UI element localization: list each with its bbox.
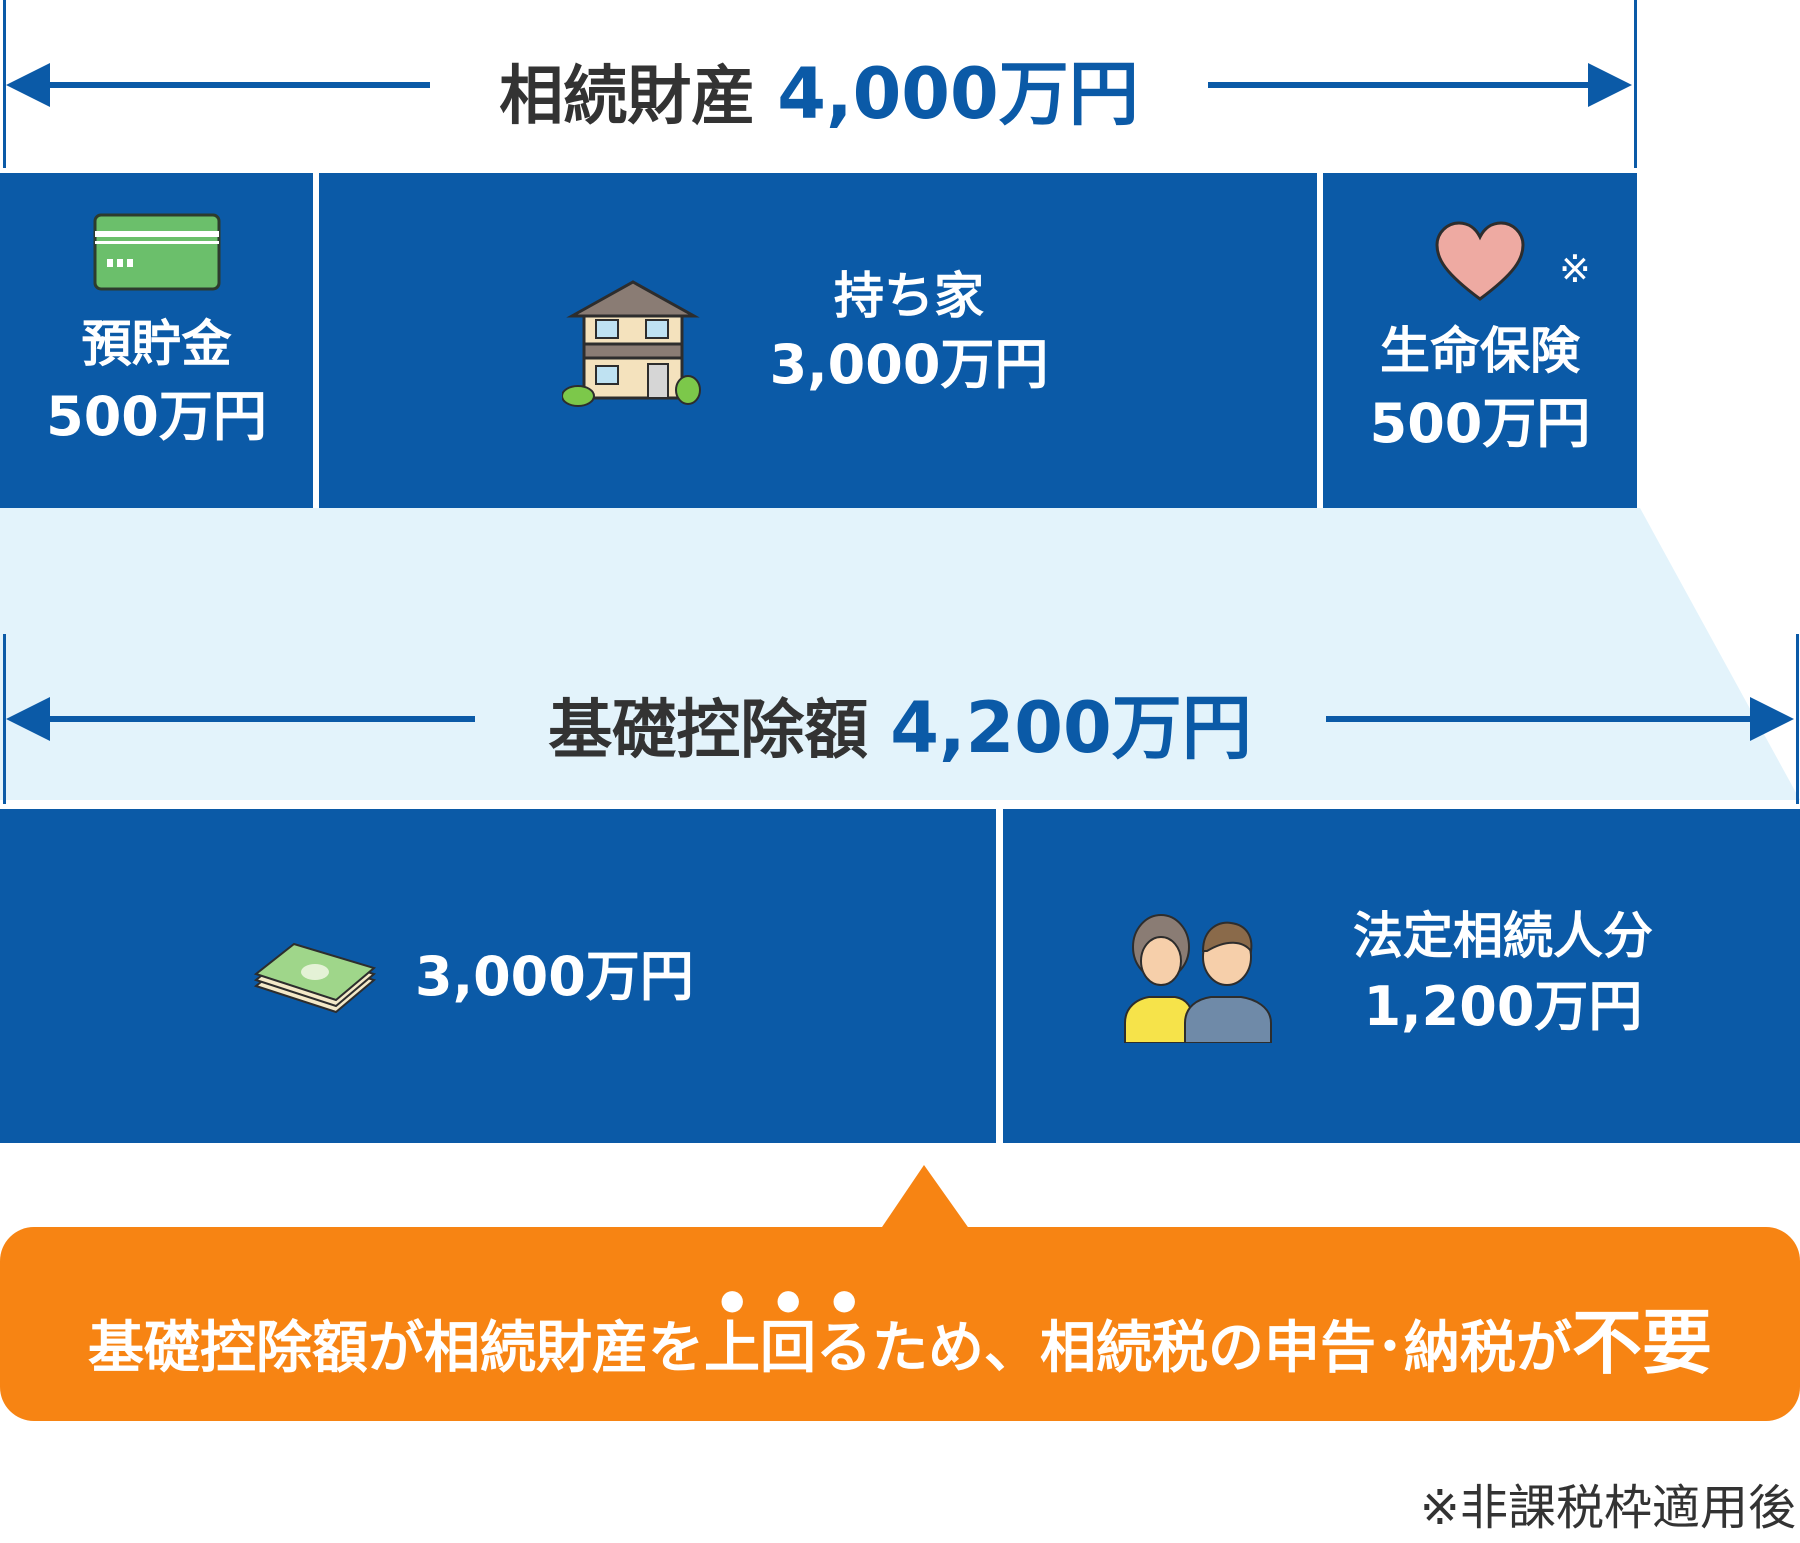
- callout-pointer: [880, 1165, 970, 1230]
- life-insurance-note-mark: ※: [1559, 247, 1591, 291]
- house-label: 持ち家: [834, 267, 984, 325]
- couple-icon: [1124, 914, 1272, 1043]
- estate-item-house: 持ち家 3,000万円: [319, 173, 1317, 508]
- estate-heading-label: 相続財産: [499, 60, 756, 134]
- conclusion-text: 基礎控除額が相続財産を 上回る ため、相続税の申告･納税が 不要: [30, 1283, 1770, 1388]
- heart-icon: [1435, 221, 1525, 301]
- house-amount: 3,000万円: [769, 333, 1049, 396]
- estate-arrow-left-line: [35, 82, 430, 88]
- deduction-arrow-left-line: [35, 716, 475, 722]
- deduction-arrow-right-head: [1750, 697, 1794, 741]
- base-amount: 3,000万円: [415, 945, 694, 1008]
- deduction-item-base: 3,000万円: [0, 809, 996, 1143]
- conclusion-prefix: 基礎控除額が相続財産を: [88, 1316, 704, 1381]
- life-insurance-amount: 500万円: [1369, 392, 1591, 455]
- estate-item-life-insurance: ※ 生命保険 500万円: [1323, 173, 1637, 508]
- estate-arrow-right-line: [1208, 82, 1603, 88]
- deduction-heading-amount: 4,200万円: [890, 687, 1252, 769]
- footnote: ※非課税枠適用後: [1419, 1480, 1796, 1536]
- deduction-item-heirs: 法定相続人分 1,200万円: [1003, 809, 1800, 1143]
- heirs-amount: 1,200万円: [1363, 975, 1643, 1038]
- estate-left-bracket: [3, 0, 6, 168]
- estate-arrow-right-head: [1588, 63, 1632, 107]
- estate-right-bracket: [1634, 0, 1637, 168]
- deduction-left-bracket: [3, 634, 6, 804]
- heirs-label: 法定相続人分: [1353, 907, 1653, 965]
- savings-amount: 500万円: [46, 385, 267, 448]
- estate-item-savings: 預貯金 500万円: [0, 173, 313, 508]
- conclusion-suffix: 不要: [1572, 1302, 1712, 1384]
- deduction-heading-label: 基礎控除額: [548, 694, 869, 768]
- deduction-arrow-right-line: [1326, 716, 1766, 722]
- deduction-right-bracket: [1796, 634, 1799, 804]
- estate-heading-amount: 4,000万円: [777, 53, 1139, 135]
- banknotes-icon: [253, 942, 377, 1014]
- estate-arrow-left-head: [6, 63, 50, 107]
- bankbook-icon: [93, 213, 221, 291]
- conclusion-callout: [0, 1227, 1800, 1421]
- conclusion-middle: ため、相続税の申告･納税が: [872, 1316, 1572, 1381]
- conclusion-emphasis: 上回る: [704, 1316, 872, 1381]
- savings-label: 預貯金: [81, 315, 232, 373]
- estate-heading: 相続財産 4,000万円: [430, 38, 1208, 135]
- house-icon: [562, 280, 701, 407]
- deduction-arrow-left-head: [6, 697, 50, 741]
- life-insurance-label: 生命保険: [1380, 322, 1580, 380]
- deduction-heading: 基礎控除額 4,200万円: [480, 672, 1320, 769]
